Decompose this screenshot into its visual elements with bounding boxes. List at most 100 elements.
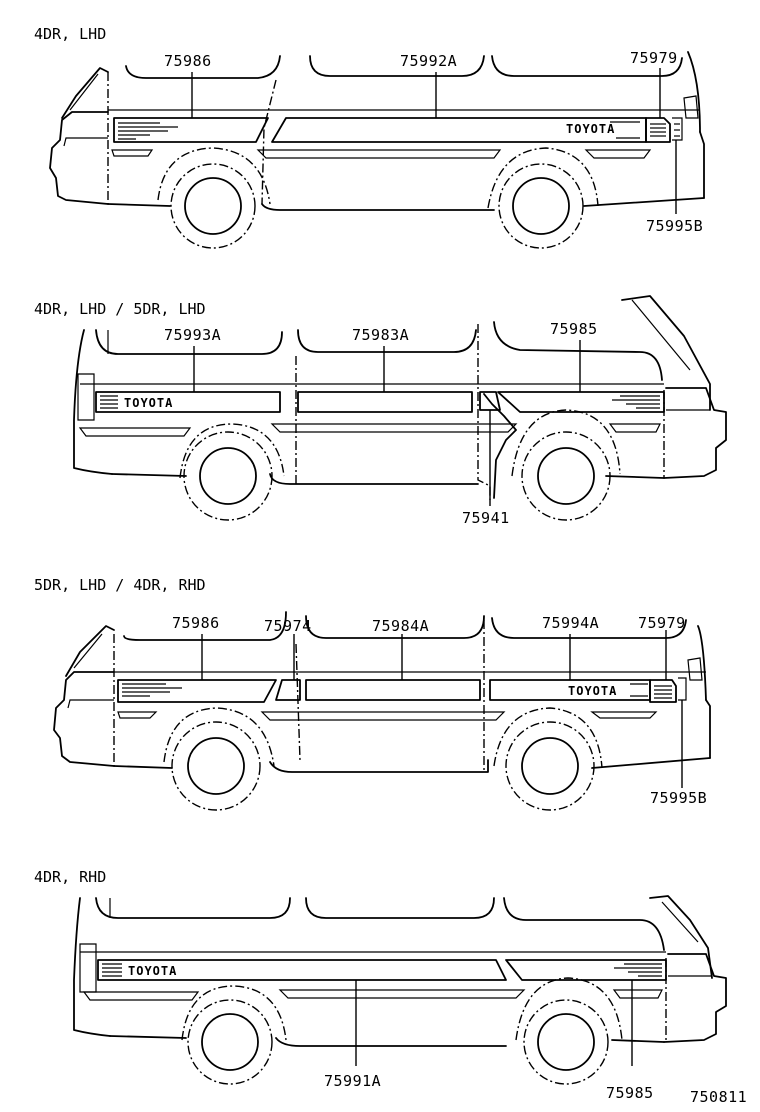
rear-lamp [678, 677, 687, 701]
rear-corner [73, 897, 111, 1037]
front-wheel [184, 177, 242, 235]
front-tire [521, 431, 611, 521]
panel-4-header: 4DR, RHD [34, 868, 106, 886]
windshield-line [69, 73, 99, 111]
lower-moulding-front [117, 711, 158, 719]
rear-corner [705, 699, 711, 759]
stripe-75984a [305, 679, 481, 701]
toyota-emblem: TOYOTA [566, 122, 615, 136]
rear-wheel-arch [487, 147, 599, 209]
front-sill [107, 203, 171, 207]
panel-3-5dr-lhd-4dr-rhd: 5DR, LHD / 4DR, RHD [34, 576, 711, 811]
rear-tire [187, 999, 273, 1085]
rear-tire [498, 163, 584, 249]
part-label-75985: 75985 [606, 1084, 654, 1102]
front-wheel [537, 447, 595, 505]
windshield-pillar [649, 895, 713, 979]
rear-pillar [687, 51, 701, 133]
slide-door-rear [477, 324, 491, 500]
part-label-75983a: 75983A [352, 326, 409, 344]
panel-1-4dr-lhd: 4DR, LHD [34, 25, 705, 249]
rear-lamp [79, 943, 97, 993]
rear-tire [183, 431, 273, 521]
rear-lamp [77, 373, 95, 421]
rear-marker [683, 95, 699, 119]
garnish-75974 [275, 679, 301, 701]
lower-moulding-center [260, 711, 506, 721]
lower-moulding-center [278, 989, 526, 999]
lower-moulding-rear [590, 711, 658, 719]
center-sill [269, 473, 479, 485]
front-tire [171, 721, 261, 811]
vent-75979 [649, 679, 677, 703]
front-wheel [537, 1013, 595, 1071]
part-label-75984a: 75984A [372, 617, 429, 635]
front-tire [523, 999, 609, 1085]
center-sill [269, 759, 489, 773]
vent-75979 [645, 117, 671, 143]
part-label-75974: 75974 [264, 617, 312, 635]
panel-2-4dr-5dr-lhd: 4DR, LHD / 5DR, LHD [34, 295, 727, 527]
part-label-75993a: 75993A [164, 326, 221, 344]
rear-window [491, 617, 687, 639]
stripe-75985 [505, 959, 667, 981]
rear-window [95, 897, 291, 919]
stripe-lines-rear [610, 121, 640, 139]
stripe-75983a [297, 391, 473, 413]
headlamp-line [67, 699, 114, 709]
front-wheel-arch [163, 707, 275, 767]
lower-moulding-rear [82, 991, 200, 1001]
rear-corner [73, 329, 113, 475]
rear-wheel [512, 177, 570, 235]
rear-corner [699, 131, 705, 199]
rear-wheel-arch [493, 707, 603, 769]
stripe-75986 [113, 117, 269, 143]
rear-sill [591, 757, 711, 769]
panel-1-header: 4DR, LHD [34, 25, 106, 43]
stripe-lines-front [122, 683, 182, 697]
part-label-75995b: 75995B [646, 217, 703, 235]
rear-wheel [201, 1013, 259, 1071]
lower-moulding-center [270, 423, 518, 433]
lower-moulding-rear [584, 149, 652, 159]
stripe-75991a [97, 959, 507, 981]
rear-lamp [672, 117, 683, 141]
van-body-panel-2: TOYOTA [73, 295, 727, 521]
middle-window [305, 615, 485, 639]
rear-sill [111, 473, 187, 477]
windshield-line [73, 633, 103, 669]
drawing-id: 750811 [690, 1088, 747, 1106]
windshield-pillar [61, 67, 109, 119]
windshield-pillar [65, 625, 115, 677]
rear-marker [687, 657, 703, 681]
center-sill [261, 203, 495, 211]
front-wheel-arch [157, 147, 271, 205]
front-sill [113, 765, 173, 769]
part-label-75979: 75979 [630, 49, 678, 67]
rear-wheel [199, 447, 257, 505]
van-body-panel-3: TOYOTA [53, 611, 711, 811]
lower-moulding-front [608, 423, 661, 433]
front-bumper [53, 671, 115, 767]
toyota-emblem: TOYOTA [128, 964, 177, 978]
front-sill [605, 475, 665, 479]
front-bumper [663, 387, 727, 479]
van-body-panel-1: TOYOTA [49, 51, 705, 249]
part-label-75985: 75985 [550, 320, 598, 338]
vent-grille [654, 685, 672, 699]
front-tire [170, 163, 256, 249]
middle-window [305, 897, 495, 919]
windshield-line [661, 901, 699, 943]
rear-tire [505, 721, 595, 811]
rear-wheel-arch [179, 423, 285, 479]
part-label-75941: 75941 [462, 509, 510, 527]
rear-window [491, 55, 683, 77]
part-label-75995b: 75995B [650, 789, 707, 807]
lower-moulding-center [256, 149, 502, 159]
van-body-panel-4: TOYOTA [73, 895, 727, 1085]
front-sill [611, 1039, 665, 1043]
stripe-lines-front [614, 963, 662, 977]
rear-pillar [697, 625, 707, 701]
rear-wheel [521, 737, 579, 795]
